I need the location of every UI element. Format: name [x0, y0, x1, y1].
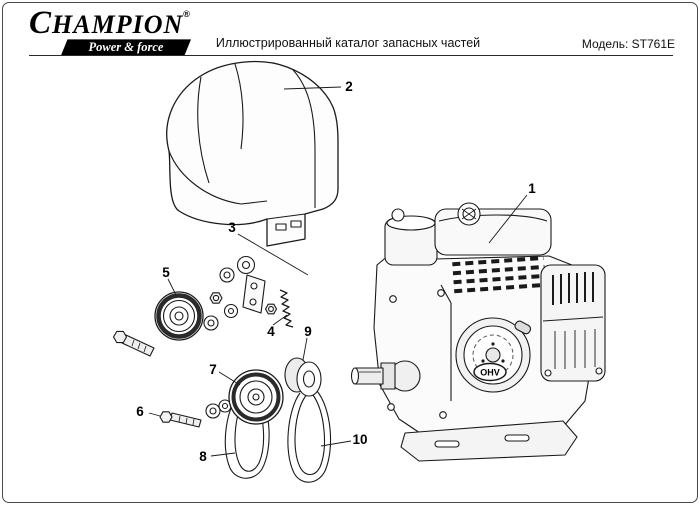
tension-spring-illustration: [279, 289, 294, 328]
callout-7-number: 7: [209, 362, 217, 377]
callout-5: 5: [162, 265, 177, 296]
crankshaft: [350, 360, 421, 392]
callout-9: 9: [302, 324, 312, 361]
idler-pulley-illustration: [284, 357, 322, 397]
recoil-starter: OHV: [455, 317, 532, 393]
brand-name: CHAMPION: [29, 5, 184, 41]
callouts: 1 2 3 4 5: [136, 79, 536, 464]
belt-cover-illustration: [166, 60, 339, 247]
callout-1: 1: [488, 181, 536, 244]
callout-2-number: 2: [345, 79, 353, 94]
bolt-washers-illustration: [159, 399, 232, 428]
ohv-badge: [473, 362, 507, 382]
callout-6-number: 6: [136, 404, 144, 419]
callout-3: 3: [228, 220, 309, 276]
callout-10: 10: [320, 432, 368, 447]
fuel-tank: [434, 202, 552, 256]
fastener-cluster-illustration: [203, 255, 278, 331]
page-title: Иллюстрированный каталог запасных частей: [215, 36, 481, 50]
callout-5-number: 5: [162, 265, 170, 280]
callout-10-number: 10: [352, 432, 367, 447]
side-plate-bolts: [387, 284, 452, 419]
brand-tagline-banner: Power & force: [61, 39, 191, 56]
callout-4: 4: [267, 314, 288, 339]
callout-1-number: 1: [528, 181, 536, 196]
v-belt-right-illustration: [287, 385, 332, 483]
engine-illustration: OHV: [350, 202, 606, 462]
upper-bolt-illustration: [112, 330, 155, 357]
header-divider: [29, 55, 673, 56]
engine-base: [400, 420, 578, 462]
callout-9-number: 9: [304, 324, 312, 339]
small-pulley-illustration: [154, 291, 204, 341]
brand-tagline: Power & force: [88, 39, 164, 54]
registered-trademark: ®: [183, 9, 190, 19]
drive-pulley-illustration: [228, 369, 284, 425]
exploded-parts-diagram: OHV: [112, 60, 606, 483]
ohv-badge-text: OHV: [480, 368, 500, 378]
muffler-housing: [540, 264, 606, 382]
callout-3-number: 3: [228, 220, 236, 235]
air-cleaner: [384, 208, 438, 266]
cooling-fins: [450, 254, 547, 296]
mounting-bracket: [242, 274, 266, 314]
callout-6: 6: [136, 404, 161, 419]
callout-7: 7: [209, 362, 241, 386]
callout-8-number: 8: [199, 449, 207, 464]
callout-8: 8: [199, 449, 236, 464]
callout-2: 2: [283, 79, 353, 94]
callout-4-number: 4: [267, 324, 275, 339]
brand-logo: CHAMPION ® Power & force: [29, 5, 214, 56]
model-label: Модель: ST761E: [581, 37, 675, 51]
